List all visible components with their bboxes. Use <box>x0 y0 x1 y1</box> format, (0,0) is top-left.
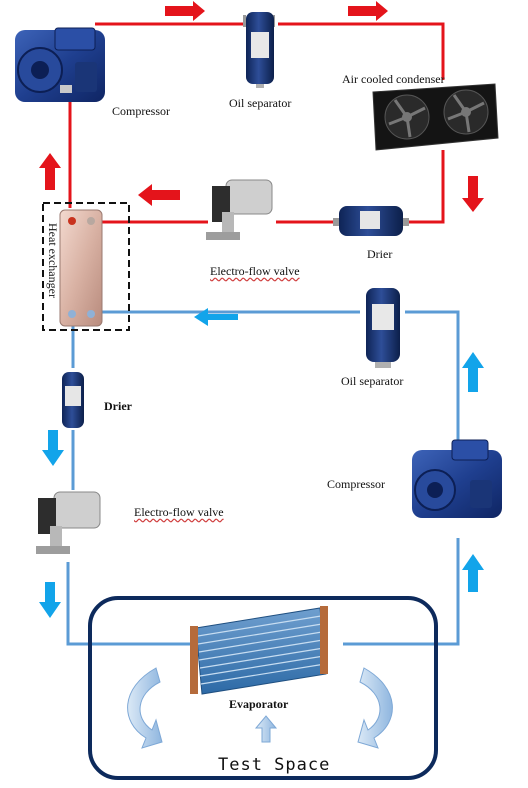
label-evaporator: Evaporator <box>229 697 289 711</box>
compressor-top <box>15 27 105 102</box>
test-space-frame <box>88 596 438 780</box>
drier-top <box>333 206 409 236</box>
label-air-cooled-condenser: Air cooled condenser <box>342 72 445 86</box>
label-heat-exchanger: Heat exchanger <box>46 223 60 298</box>
label-drier-top: Drier <box>367 247 393 261</box>
red-arrow-down <box>462 176 484 212</box>
line-oil-separator-to-compressor <box>405 310 460 448</box>
line-oil-separator-to-condenser <box>278 22 445 80</box>
red-arrow-right-2 <box>348 1 388 21</box>
red-arrow-up <box>39 153 61 190</box>
electro-flow-valve-top <box>206 179 273 240</box>
air-cooled-condenser <box>372 83 499 151</box>
label-electro-flow-valve-bottom: Electro-flow valve <box>134 505 224 519</box>
oil-separator-top <box>243 12 275 88</box>
heat-exchanger-boundary <box>42 202 130 331</box>
line-condenser-to-drier <box>408 150 445 224</box>
cold-circuit-lines <box>66 310 460 646</box>
red-arrow-left <box>138 184 180 206</box>
label-drier-left: Drier <box>104 399 132 413</box>
blue-arrow-up-1 <box>462 352 484 392</box>
evaporator <box>190 606 328 695</box>
hot-flow-arrows <box>39 1 484 212</box>
drier-left <box>62 372 84 428</box>
label-test-space: Test Space <box>218 755 331 775</box>
heat-exchanger <box>59 209 103 327</box>
electro-flow-valve-bottom <box>36 491 101 554</box>
air-arrow-left <box>127 667 163 749</box>
cold-flow-arrows <box>39 308 484 618</box>
blue-arrow-down-1 <box>42 430 64 466</box>
label-compressor-bottom: Compressor <box>327 477 385 491</box>
blue-arrow-down-2 <box>39 582 61 618</box>
line-compressor-to-evaporator <box>343 538 460 646</box>
label-oil-separator-bottom: Oil separator <box>341 374 404 388</box>
blue-arrow-up-2 <box>462 554 484 592</box>
label-oil-separator-top: Oil separator <box>229 96 292 110</box>
label-electro-flow-valve-top: Electro-flow valve <box>210 264 300 278</box>
hot-circuit-lines <box>68 22 445 224</box>
blue-arrow-left <box>194 308 238 326</box>
line-evaporator-to-valve <box>66 562 193 646</box>
air-flow-arrows <box>127 667 393 749</box>
red-arrow-right-1 <box>165 1 205 21</box>
label-compressor-top: Compressor <box>112 104 170 118</box>
compressor-bottom <box>412 439 502 518</box>
air-arrow-up <box>254 715 278 743</box>
oil-separator-right <box>366 288 400 368</box>
air-arrow-right <box>357 667 393 749</box>
